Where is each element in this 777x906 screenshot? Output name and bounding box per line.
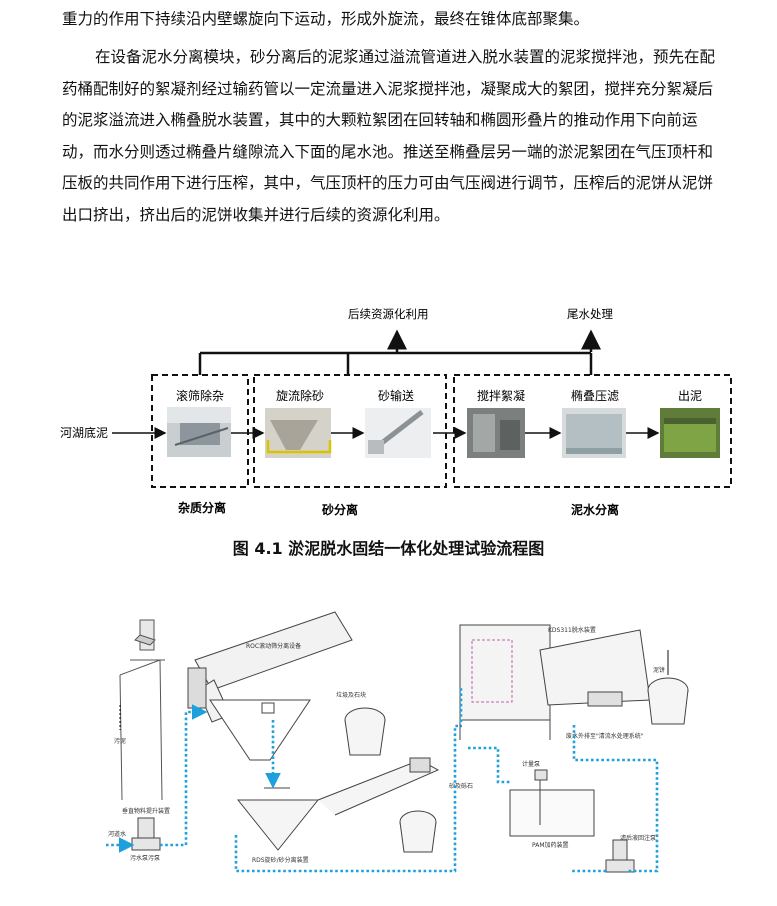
label-rds: RDS旋砂/砂分离装置 bbox=[252, 856, 309, 864]
cake-bin bbox=[647, 677, 689, 725]
label-roc: ROC滚动筛分离设备 bbox=[246, 642, 301, 650]
label-metering-pump: 计量泵 bbox=[522, 760, 540, 768]
pipelines bbox=[106, 688, 659, 873]
label-cake: 泥饼 bbox=[653, 666, 665, 674]
pam-dosing bbox=[509, 769, 595, 837]
label-debris: 垃圾及石块 bbox=[336, 691, 366, 699]
pipe-arrows bbox=[119, 650, 669, 730]
paragraph-1: 重力的作用下持续沿内壁螺旋向下运动，形成外旋流，最终在锥体底部聚集。 bbox=[62, 10, 590, 28]
transfer-pump bbox=[605, 839, 635, 873]
paragraph-2: 在设备泥水分离模块，砂分离后的泥浆通过溢流管道进入脱水装置的泥浆搅拌池，预先在配… bbox=[62, 48, 716, 224]
kds-dewatering bbox=[459, 624, 651, 740]
label-kds: KDS311脱水装置 bbox=[548, 626, 596, 634]
label-resource-use: 后续资源化利用 bbox=[348, 307, 429, 321]
photo-mix bbox=[467, 408, 525, 458]
sewage-pump bbox=[131, 817, 161, 851]
label-river-water: 河道水 bbox=[108, 830, 126, 838]
input-label: 河湖底泥 bbox=[60, 425, 108, 440]
label-transfer-pump: 滤后液回注泵 bbox=[620, 834, 656, 842]
rds-cyclone bbox=[236, 757, 440, 851]
vertical-lift bbox=[119, 619, 165, 801]
figure-caption: 图 4.1 淤泥脱水固结一体化处理试验流程图 bbox=[232, 539, 545, 558]
step-cyclone-label: 旋流除砂 bbox=[276, 388, 324, 403]
step-sand-label: 砂输送 bbox=[378, 388, 414, 403]
group-box-water bbox=[453, 374, 732, 488]
label-pump: 污水泵污泵 bbox=[130, 854, 160, 862]
group-box-sand bbox=[253, 374, 447, 488]
sand-bin bbox=[399, 810, 437, 853]
group-sand-label: 砂分离 bbox=[321, 502, 358, 517]
step-mix-label: 搅拌絮凝 bbox=[477, 388, 525, 403]
group-box-impurity bbox=[151, 374, 249, 488]
roc-screen bbox=[187, 611, 353, 761]
label-sand-stone: 砂及砾石 bbox=[449, 782, 473, 790]
group-impurity-label: 杂质分离 bbox=[178, 500, 226, 515]
photo-cake bbox=[660, 408, 720, 458]
step-screen-label: 滚筛除杂 bbox=[176, 388, 224, 403]
label-sediment-lift: 垂直物料提升装置 bbox=[122, 807, 170, 815]
step-cake-label: 出泥 bbox=[678, 389, 702, 403]
step-press-label: 椭叠压滤 bbox=[571, 388, 619, 403]
label-tail-water: 尾水处理 bbox=[567, 307, 613, 321]
photo-press bbox=[562, 408, 626, 458]
photo-sand bbox=[365, 408, 431, 458]
photo-cyclone bbox=[265, 408, 332, 458]
label-pam: PAM加药装置 bbox=[532, 841, 569, 849]
photo-screen bbox=[167, 407, 231, 457]
label-wastewater: 废水外排至"清流水处理系统" bbox=[566, 732, 644, 740]
debris-bin bbox=[344, 707, 386, 756]
group-water-label: 泥水分离 bbox=[571, 502, 619, 517]
label-mud: 污泥 bbox=[114, 737, 126, 745]
